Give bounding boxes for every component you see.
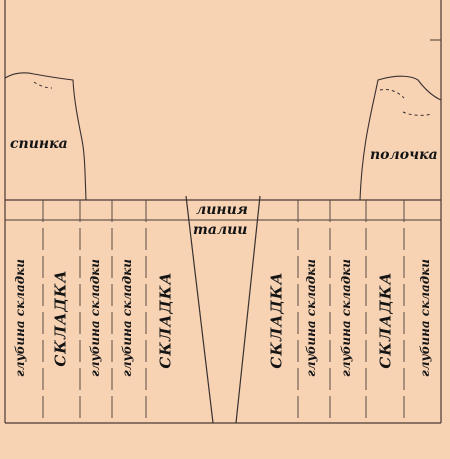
- waist-line-label-1: линия: [196, 202, 248, 218]
- back-label: спинка: [10, 136, 68, 152]
- center-gusset-left: [185, 195, 214, 424]
- strip-label-depth: глубина складки: [304, 259, 318, 377]
- strip-label-depth: глубина складки: [120, 259, 134, 377]
- strip-label-depth: глубина складки: [88, 259, 102, 377]
- strip-label-depth: глубина складки: [339, 259, 353, 377]
- strip-label-fold: СКЛАДКА: [267, 271, 286, 369]
- front-neckline-dashed: [379, 89, 405, 99]
- front-label: полочка: [370, 147, 438, 163]
- back-bodice-outline: [4, 72, 87, 201]
- front-armhole-dashed: [402, 111, 433, 116]
- strip-label-depth: глубина складки: [418, 259, 432, 377]
- center-gusset-right: [235, 195, 261, 424]
- waist-line-label-2: талии: [193, 222, 248, 238]
- back-neckline-dashed: [33, 81, 53, 89]
- front-bodice-outline: [359, 75, 442, 201]
- strip-label-fold: СКЛАДКА: [51, 269, 70, 367]
- strip-label-fold: СКЛАДКА: [376, 271, 395, 369]
- strip-label-depth: глубина складки: [13, 259, 27, 377]
- strip-label-fold: СКЛАДКА: [156, 271, 175, 369]
